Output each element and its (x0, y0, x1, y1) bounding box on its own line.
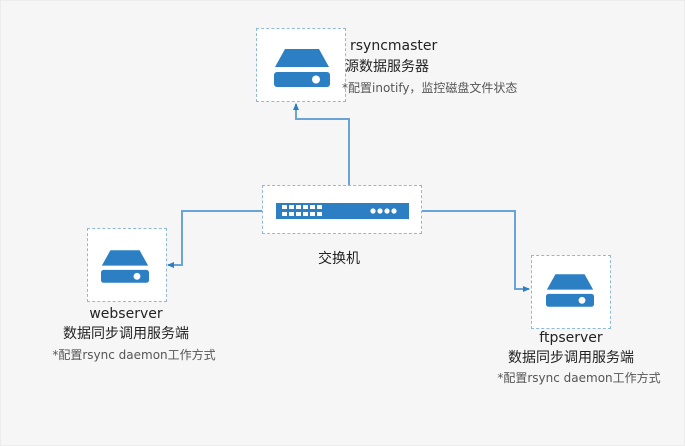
master-node-box[interactable] (256, 28, 346, 102)
server-icon (274, 49, 330, 87)
master-role: 源数据服务器 (345, 59, 429, 75)
ftpserver-name: ftpserver (539, 330, 603, 346)
webserver-name: webserver (89, 306, 163, 322)
ftpserver-node-box[interactable] (531, 255, 611, 329)
edge-switch-to-ftpserver (422, 210, 530, 292)
server-icon (546, 274, 594, 307)
server-icon (101, 250, 149, 283)
master-note: *配置inotify，监控磁盘文件状态 (342, 81, 518, 95)
ftpserver-note: *配置rsync daemon工作方式 (497, 371, 661, 385)
switch-node-box[interactable] (262, 185, 422, 234)
master-name: rsyncmaster (350, 38, 438, 54)
edge-switch-to-webserver (167, 210, 262, 268)
network-switch-icon (276, 203, 409, 219)
edge-switch-to-master (293, 103, 350, 185)
webserver-node-box[interactable] (87, 228, 167, 302)
webserver-role: 数据同步调用服务端 (63, 326, 189, 342)
webserver-note: *配置rsync daemon工作方式 (52, 348, 216, 362)
switch-label: 交换机 (318, 251, 360, 267)
ftpserver-role: 数据同步调用服务端 (508, 350, 634, 366)
